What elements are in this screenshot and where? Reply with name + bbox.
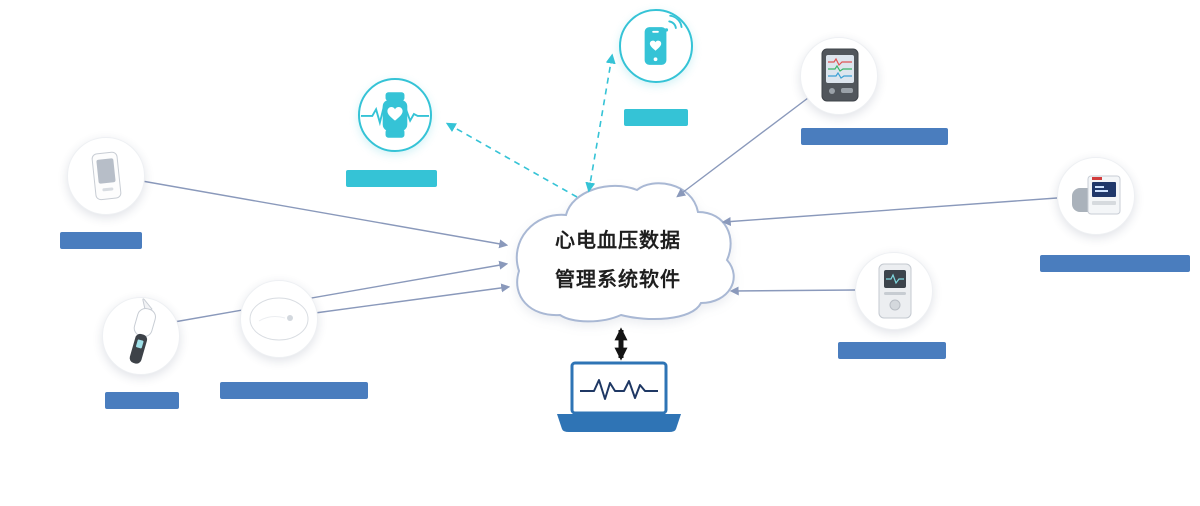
handheld-ecg-label-bar [60, 232, 142, 249]
connector-ecg-patch-to-cloud [314, 283, 511, 314]
holter-recorder-label-bar [838, 342, 946, 359]
patient-monitor-device [800, 37, 878, 115]
cloud-title-line1: 心电血压数据 [555, 230, 681, 252]
connector-cloud-to-smartphone-dashed [585, 53, 616, 193]
holter-recorder-device [855, 252, 933, 330]
patient-monitor-label-bar [801, 128, 948, 145]
ear-thermometer-label-bar [105, 392, 179, 409]
smartphone-app-label-bar [624, 109, 688, 126]
connector-ear-thermometer-to-cloud [173, 260, 509, 323]
connector-blood-pressure-to-cloud [721, 197, 1058, 227]
ecg-patch-device [240, 280, 318, 358]
handheld-ecg-device [67, 137, 145, 215]
laptop-ecg-waveform-icon [557, 361, 681, 432]
blood-pressure-monitor-device [1057, 157, 1135, 235]
cloud-title: 心电血压数据 管理系统软件 [533, 222, 703, 300]
smartwatch-heart-ecg-icon [358, 78, 432, 152]
connector-holter-to-cloud [729, 286, 856, 296]
cloud-shape [515, 182, 735, 323]
connector-handheld-ecg-to-cloud [141, 180, 509, 249]
ear-thermometer-device [102, 297, 180, 375]
smartwatch-label-bar [346, 170, 437, 187]
blood-pressure-monitor-label-bar [1040, 255, 1190, 272]
ecg-patch-label-bar [220, 382, 368, 399]
smartphone-heart-signal-icon [619, 9, 693, 83]
connector-patient-monitor-to-cloud [676, 97, 809, 198]
connector-cloud-to-smartwatch-dashed [445, 122, 578, 198]
cloud-title-line2: 管理系统软件 [555, 269, 681, 291]
